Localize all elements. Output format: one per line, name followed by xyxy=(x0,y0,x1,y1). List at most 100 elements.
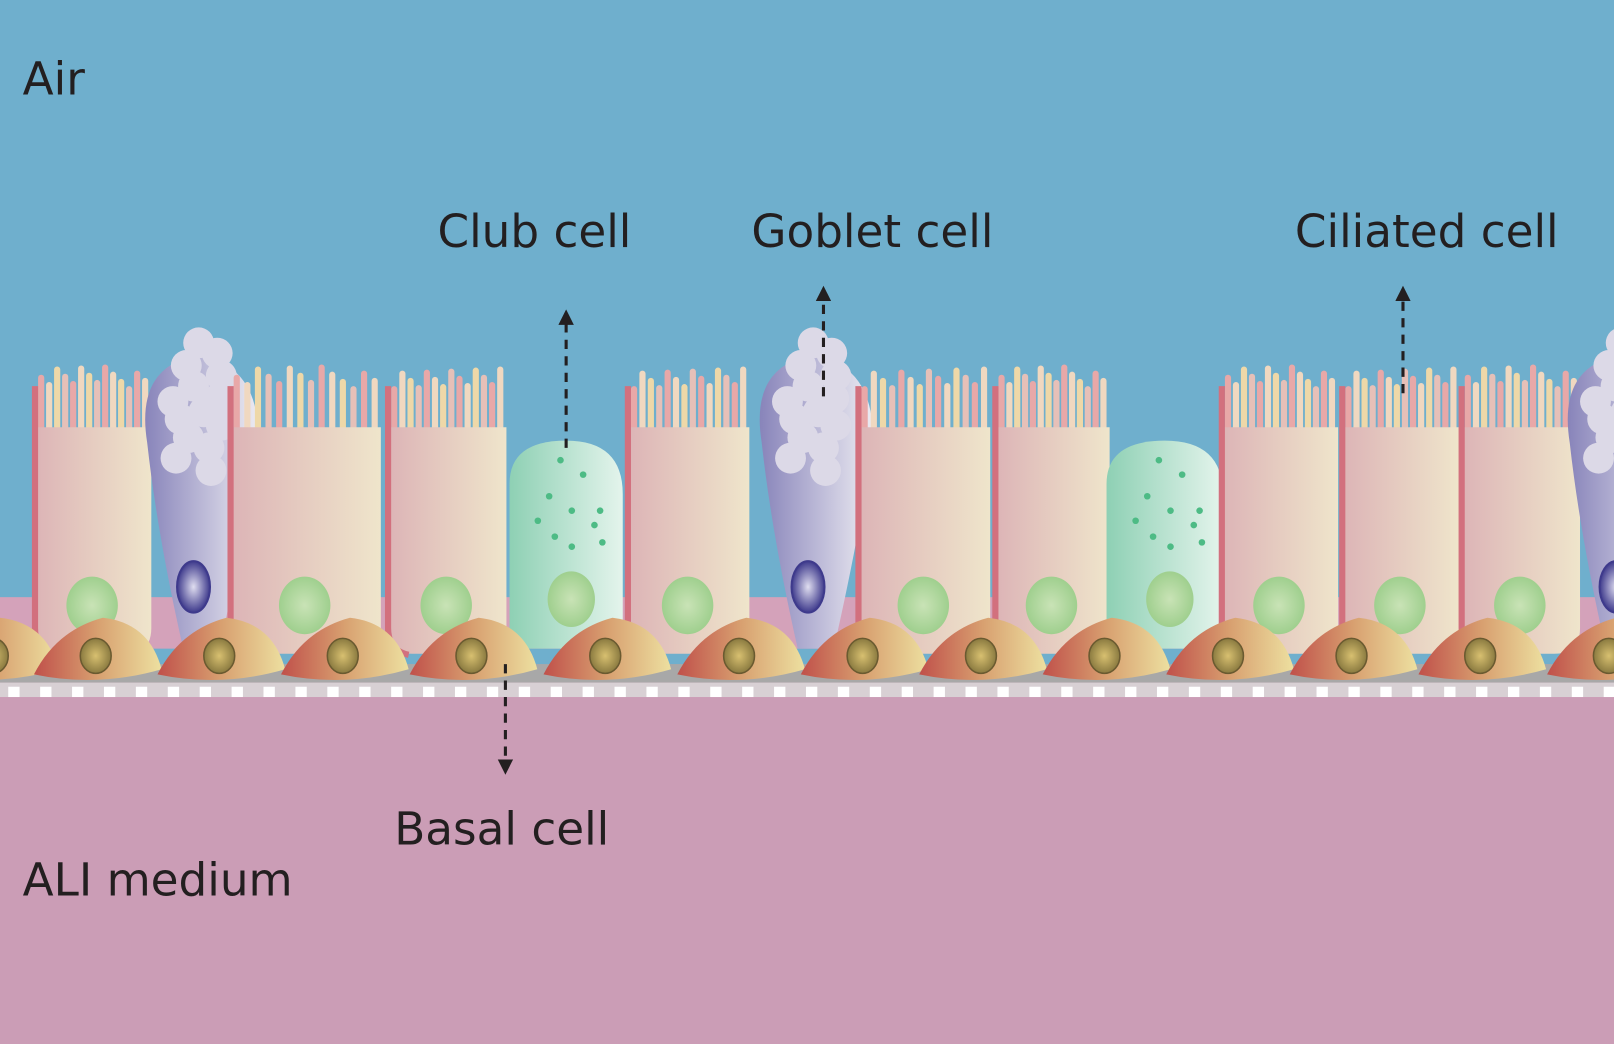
mucus-granule xyxy=(1583,442,1614,474)
cilium xyxy=(448,368,455,438)
granule xyxy=(551,533,559,540)
mucus-granule xyxy=(820,409,852,441)
cilium xyxy=(740,366,747,438)
cilium xyxy=(54,366,61,438)
cilium xyxy=(1061,364,1068,438)
membrane-pore xyxy=(486,686,499,698)
membrane-pore xyxy=(901,686,914,698)
mucus-granule xyxy=(820,360,852,392)
cilium xyxy=(1361,377,1368,438)
basal-cell xyxy=(1042,617,1171,680)
membrane-pore xyxy=(1444,686,1456,698)
cilium xyxy=(879,377,887,438)
cell-body xyxy=(228,427,381,654)
nucleus xyxy=(547,571,595,628)
cilium xyxy=(1426,367,1433,438)
mucus-granule xyxy=(775,442,806,474)
nucleus xyxy=(1494,576,1546,635)
nucleus xyxy=(326,637,359,675)
cilium xyxy=(254,366,262,438)
cilium xyxy=(350,386,357,438)
cilium xyxy=(1442,381,1449,438)
basal-cell xyxy=(543,617,672,680)
cilium xyxy=(1021,373,1029,438)
membrane-pore xyxy=(710,686,722,698)
cilium xyxy=(38,374,45,438)
nucleus xyxy=(79,637,112,675)
membrane-pore xyxy=(1061,686,1073,698)
cilium xyxy=(407,377,414,438)
granule xyxy=(1143,492,1151,500)
nucleus xyxy=(846,637,879,675)
membrane-pore xyxy=(518,686,531,698)
nucleus xyxy=(790,560,826,614)
cilium xyxy=(944,383,951,438)
membrane-pore xyxy=(1571,686,1584,698)
membrane-pore xyxy=(1188,686,1201,698)
cilium xyxy=(1529,364,1537,438)
cilium xyxy=(360,370,368,438)
membrane-pore xyxy=(263,686,275,698)
nucleus xyxy=(1463,637,1497,675)
cilium xyxy=(1280,379,1288,438)
label-air: Air xyxy=(23,53,86,106)
membrane-pore xyxy=(1093,686,1105,698)
mucus-granule xyxy=(810,455,841,486)
granule xyxy=(1196,507,1203,514)
cilium xyxy=(1296,371,1304,438)
cilium xyxy=(318,364,325,438)
granule xyxy=(545,492,553,500)
nucleus xyxy=(1374,576,1426,635)
cilium xyxy=(1312,386,1320,438)
cilium xyxy=(1014,366,1021,438)
cilium xyxy=(1240,366,1248,438)
cilium xyxy=(1546,378,1553,438)
cilium xyxy=(1377,369,1384,438)
membrane-pore xyxy=(869,686,882,698)
granule xyxy=(557,456,564,464)
cilium xyxy=(1345,386,1352,438)
nucleus xyxy=(1025,576,1078,635)
cilium xyxy=(647,377,654,438)
porous-membrane xyxy=(0,682,1614,698)
cilium xyxy=(1006,381,1013,438)
cilium xyxy=(86,372,93,438)
cilium xyxy=(1037,365,1044,438)
membrane-pore xyxy=(678,686,690,698)
nucleus xyxy=(176,560,212,614)
membrane-pore xyxy=(454,686,467,698)
membrane-pore xyxy=(582,686,594,698)
cilium xyxy=(907,376,914,438)
cilium xyxy=(415,385,422,438)
membrane-pore xyxy=(1412,686,1424,698)
granule xyxy=(1190,521,1198,529)
membrane-pore xyxy=(1220,686,1233,698)
cilium xyxy=(1418,383,1425,438)
cell-body xyxy=(386,427,507,654)
medium-region xyxy=(0,679,1614,1044)
membrane-pore xyxy=(391,686,403,698)
cilium xyxy=(971,381,978,438)
membrane-pore xyxy=(933,686,945,698)
cilium xyxy=(1450,366,1457,438)
membrane-pore xyxy=(103,686,116,698)
cilium xyxy=(889,385,896,438)
membrane-pore xyxy=(1380,686,1392,698)
granule xyxy=(596,507,604,514)
cilium xyxy=(46,381,53,438)
cilium xyxy=(70,380,77,438)
nucleus xyxy=(0,639,10,673)
club-cell xyxy=(1106,440,1223,649)
granule xyxy=(534,517,542,525)
membrane-pore xyxy=(72,686,84,698)
granule xyxy=(1178,471,1186,478)
label-goblet-cell: Goblet cell xyxy=(751,205,993,258)
cilium xyxy=(925,368,933,438)
cilium xyxy=(1084,386,1091,438)
membrane-pore xyxy=(231,686,243,698)
cell-body xyxy=(1106,440,1223,649)
cilium xyxy=(706,383,713,438)
cilium xyxy=(233,374,240,438)
membrane-pore xyxy=(40,686,52,698)
